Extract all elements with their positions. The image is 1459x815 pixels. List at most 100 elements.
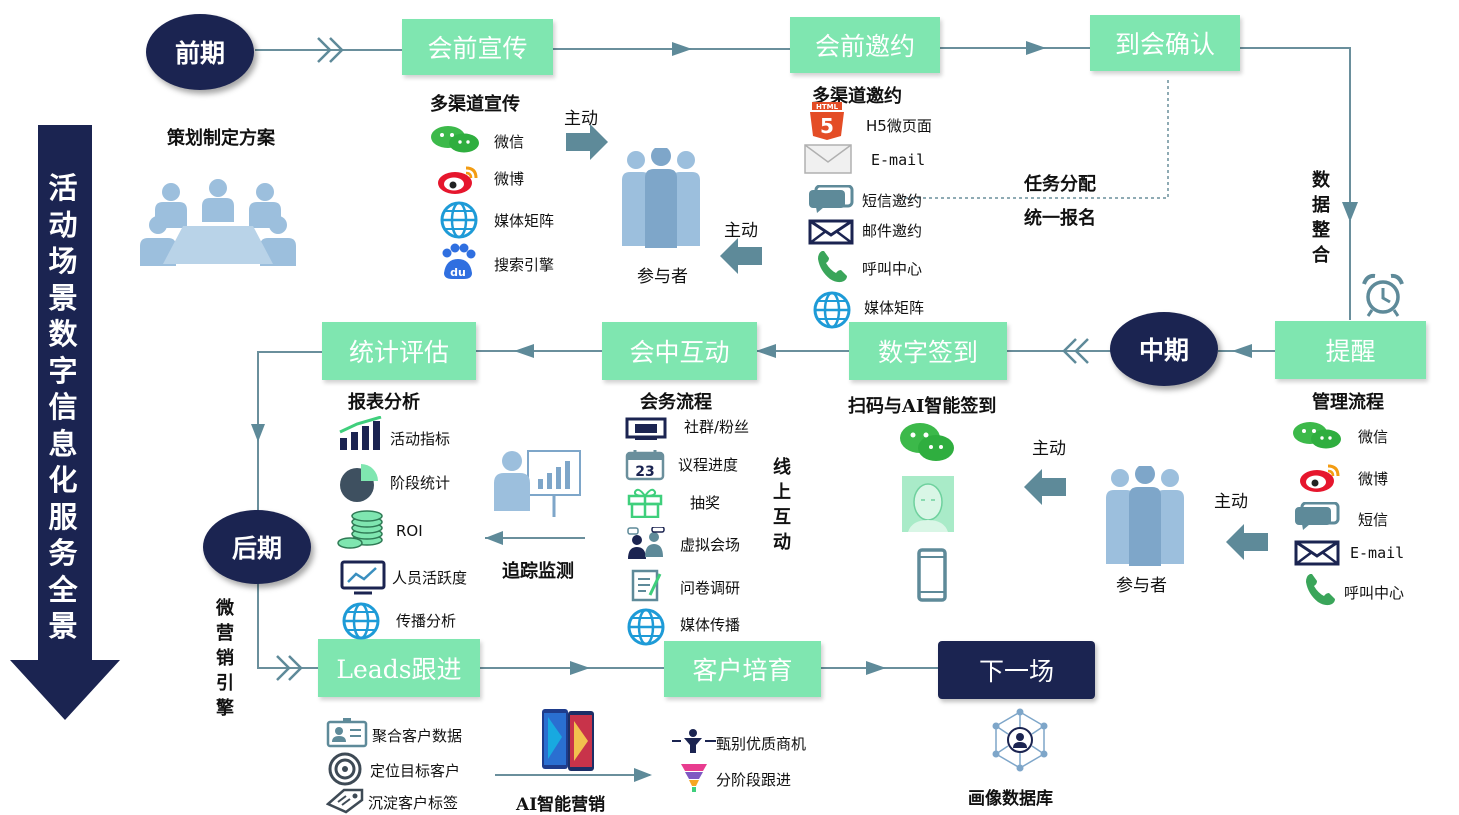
weibo-icon bbox=[438, 166, 478, 194]
baidu-logo-text: du bbox=[450, 266, 466, 279]
phase-early: 前期 bbox=[146, 14, 254, 90]
html5-five-text: 5 bbox=[820, 114, 834, 138]
interaction-item-community: 社群/粉丝 bbox=[684, 418, 750, 436]
profile-database-label: 画像数据库 bbox=[968, 789, 1053, 809]
smartphone-icon bbox=[917, 548, 947, 602]
phase-mid: 中期 bbox=[1110, 312, 1218, 386]
virtual-venue-icon bbox=[627, 527, 665, 559]
html5-logo-text: HTML bbox=[816, 103, 839, 111]
mail-invite-icon bbox=[808, 219, 854, 245]
meeting-table-icon bbox=[140, 179, 296, 266]
promo-participants-label: 参与者 bbox=[637, 267, 688, 287]
reminder-item-wechat: 微信 bbox=[1358, 428, 1389, 446]
reminder-item-email: E-mail bbox=[1350, 544, 1405, 562]
promo-item-weibo: 微博 bbox=[494, 170, 525, 188]
interaction-heading: 会务流程 bbox=[640, 392, 712, 413]
calendar-day: 23 bbox=[635, 464, 654, 480]
box-nurture: 客户培育 bbox=[664, 641, 821, 697]
promo-item-media: 媒体矩阵 bbox=[494, 212, 555, 230]
smartphone-ai-icon bbox=[542, 709, 594, 771]
nurture-item-stages: 分阶段跟进 bbox=[716, 771, 792, 789]
box-interaction: 会中互动 bbox=[602, 322, 757, 380]
survey-icon bbox=[631, 569, 662, 602]
evaluation-item-propagation: 传播分析 bbox=[396, 612, 457, 630]
invite-item-sms: 短信邀约 bbox=[862, 192, 923, 210]
box-reminder: 提醒 bbox=[1275, 321, 1426, 379]
leads-item-locate: 定位目标客户 bbox=[370, 762, 461, 780]
alarm-clock-icon bbox=[1362, 273, 1404, 317]
globe-icon bbox=[813, 291, 851, 329]
bar-chart-icon bbox=[339, 416, 382, 450]
reminder-item-sms: 短信 bbox=[1358, 511, 1389, 529]
phone-icon bbox=[818, 251, 847, 283]
reminder-item-callcenter: 呼叫中心 bbox=[1344, 584, 1405, 602]
phone-icon bbox=[1306, 574, 1335, 606]
coins-icon bbox=[337, 510, 383, 549]
mail-icon bbox=[1294, 540, 1340, 566]
interaction-item-survey: 问卷调研 bbox=[680, 579, 741, 597]
participants-icon bbox=[622, 148, 700, 248]
monitor-activity-icon bbox=[340, 560, 386, 595]
target-icon bbox=[328, 752, 362, 786]
presenter-icon bbox=[494, 450, 581, 517]
online-interaction-label: 线上互动 bbox=[773, 457, 791, 553]
box-pre-promo: 会前宣传 bbox=[402, 19, 553, 75]
reminder-active-label-top: 主动 bbox=[1032, 439, 1066, 459]
promo-item-wechat: 微信 bbox=[494, 133, 525, 151]
signin-heading: 扫码与AI智能签到 bbox=[848, 396, 997, 417]
id-card-icon bbox=[326, 718, 368, 748]
evaluation-heading: 报表分析 bbox=[348, 392, 420, 413]
filter-select-icon bbox=[672, 729, 716, 753]
box-leads: Leads跟进 bbox=[318, 639, 480, 697]
evaluation-item-stage: 阶段统计 bbox=[390, 474, 451, 492]
box-evaluation: 统计评估 bbox=[322, 322, 476, 380]
micro-engine-label: 微营销引擎 bbox=[216, 598, 234, 719]
sms-icon bbox=[1295, 502, 1340, 530]
invite-item-h5: H5微页面 bbox=[866, 117, 932, 135]
box-pre-invite: 会前邀约 bbox=[790, 17, 940, 73]
invite-heading: 多渠道邀约 bbox=[812, 86, 902, 107]
invite-item-media: 媒体矩阵 bbox=[864, 299, 925, 317]
ai-marketing-label: AI智能营销 bbox=[516, 795, 606, 815]
box-digital-signin: 数字签到 bbox=[849, 322, 1007, 380]
evaluation-item-roi: ROI bbox=[396, 522, 423, 540]
weibo-icon bbox=[1300, 464, 1340, 492]
tag-icon bbox=[326, 788, 364, 814]
unified-signup-label: 统一报名 bbox=[1024, 208, 1096, 229]
face-recognition-icon bbox=[902, 476, 954, 532]
wechat-icon bbox=[431, 126, 479, 153]
reminder-participants-label: 参与者 bbox=[1116, 576, 1167, 596]
interaction-item-lottery: 抽奖 bbox=[690, 494, 721, 512]
reminder-item-weibo: 微博 bbox=[1358, 470, 1389, 488]
globe-icon bbox=[627, 608, 665, 646]
wechat-icon bbox=[900, 423, 954, 461]
invite-item-callcenter: 呼叫中心 bbox=[862, 260, 923, 278]
interaction-item-agenda: 议程进度 bbox=[678, 456, 739, 474]
sms-icon bbox=[809, 185, 854, 213]
calendar-icon: 23 bbox=[625, 450, 665, 481]
plan-label: 策划制定方案 bbox=[167, 128, 275, 149]
pie-chart-icon bbox=[340, 464, 378, 502]
banner-title: 活动场景数字信息化服务全景 bbox=[48, 171, 78, 643]
promo-active-label-bottom: 主动 bbox=[724, 221, 758, 241]
promo-heading: 多渠道宣传 bbox=[430, 94, 520, 115]
email-icon bbox=[804, 144, 852, 174]
leads-item-tags: 沉淀客户标签 bbox=[368, 794, 459, 812]
interaction-item-media: 媒体传播 bbox=[680, 616, 741, 634]
profile-network-icon bbox=[992, 708, 1048, 772]
reminder-heading: 管理流程 bbox=[1312, 392, 1384, 413]
evaluation-item-indicators: 活动指标 bbox=[390, 430, 451, 448]
box-confirm: 到会确认 bbox=[1090, 15, 1240, 71]
invite-item-email: E-mail bbox=[871, 151, 926, 169]
reminder-active-label-bottom: 主动 bbox=[1214, 492, 1248, 512]
globe-icon bbox=[440, 201, 478, 239]
task-assign-label: 任务分配 bbox=[1024, 174, 1096, 195]
banner-arrow bbox=[10, 125, 120, 720]
promo-item-search: 搜索引擎 bbox=[494, 256, 555, 274]
tracking-label: 追踪监测 bbox=[502, 561, 574, 582]
data-merge-label: 数据整合 bbox=[1312, 170, 1330, 266]
html5-icon: HTML 5 bbox=[810, 102, 844, 140]
wechat-icon bbox=[1293, 422, 1341, 449]
leads-item-aggregate: 聚合客户数据 bbox=[372, 727, 463, 745]
